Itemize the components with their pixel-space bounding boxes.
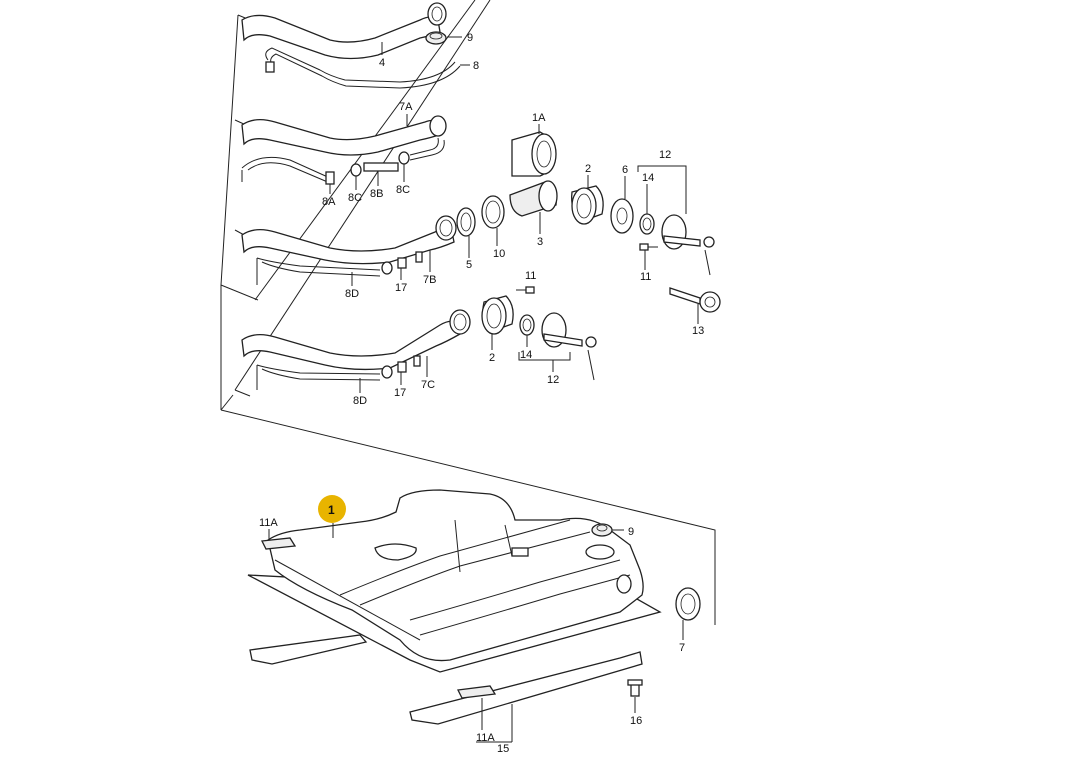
fuel-tank-1	[247, 489, 662, 673]
seal-ring-10	[481, 195, 505, 229]
callout-8: 8	[473, 60, 479, 72]
callout-11-top: 11	[640, 271, 651, 283]
clamp-5	[456, 207, 476, 237]
strap-15-right	[409, 651, 643, 725]
callout-7B: 7B	[423, 274, 436, 286]
screw-11-mid	[516, 286, 535, 294]
callout-7: 7	[679, 642, 685, 654]
filler-neck-7A	[241, 115, 447, 184]
callout-3: 3	[537, 236, 543, 248]
callout-7A: 7A	[399, 101, 413, 113]
callout-12-mid: 12	[547, 374, 559, 386]
grommet-9-top	[425, 31, 447, 45]
seal-14-top	[639, 213, 655, 235]
locking-cap-12-mid	[541, 312, 597, 381]
callout-14-mid: 14	[520, 349, 532, 361]
callout-7C: 7C	[421, 379, 435, 391]
callout-16: 16	[630, 715, 642, 727]
highlight-marker[interactable]	[318, 495, 346, 523]
filler-tube-3	[509, 180, 558, 217]
rubber-seal-2-mid	[481, 295, 514, 335]
key-13	[669, 287, 721, 313]
callout-14-top: 14	[642, 172, 654, 184]
callout-5: 5	[466, 259, 472, 271]
callout-11-mid: 11	[525, 270, 536, 282]
callout-2-top: 2	[585, 163, 591, 175]
callout-2-mid: 2	[489, 352, 495, 364]
filler-housing-1A	[511, 131, 557, 177]
callout-17-b: 17	[394, 387, 406, 399]
callout-8B: 8B	[370, 188, 383, 200]
vent-line-8	[265, 47, 461, 89]
pad-11A-bottom	[457, 685, 497, 699]
callout-17-a: 17	[395, 282, 407, 294]
callout-13: 13	[692, 325, 704, 337]
callout-15: 15	[497, 743, 509, 755]
bolt-16	[627, 679, 643, 697]
filler-neck-7B	[241, 215, 457, 285]
callout-8C-b: 8C	[396, 184, 410, 196]
seal-ring-7	[675, 587, 701, 621]
callout-9-bottom: 9	[628, 526, 634, 538]
callout-11A-bottom: 11A	[476, 732, 495, 744]
strap-15-left	[249, 634, 368, 665]
seal-14-mid	[519, 314, 535, 336]
callout-11A-left: 11A	[259, 517, 278, 529]
callout-8D-b: 8D	[353, 395, 367, 407]
callout-8A: 8A	[322, 196, 336, 208]
filler-neck-4	[241, 2, 447, 60]
locking-cap-12-top	[661, 214, 715, 276]
callout-8D-a: 8D	[345, 288, 359, 300]
callout-8C-a: 8C	[348, 192, 362, 204]
screw-11-top	[639, 243, 658, 251]
callout-10: 10	[493, 248, 505, 260]
filler-neck-7C	[241, 309, 471, 390]
clamps-8C-8B	[325, 151, 410, 185]
callout-6: 6	[622, 164, 628, 176]
callout-1-highlight[interactable]: 1	[318, 495, 346, 523]
rubber-seal-2-top	[571, 185, 604, 225]
pad-11A-left	[260, 537, 297, 550]
callout-12-top: 12	[659, 149, 671, 161]
callout-4: 4	[379, 57, 385, 69]
callout-1[interactable]: 1	[328, 503, 335, 517]
cap-flange-6	[610, 198, 634, 234]
callout-9-top: 9	[467, 32, 473, 44]
grommet-9-bottom	[591, 523, 613, 537]
callout-1A: 1A	[532, 112, 546, 124]
